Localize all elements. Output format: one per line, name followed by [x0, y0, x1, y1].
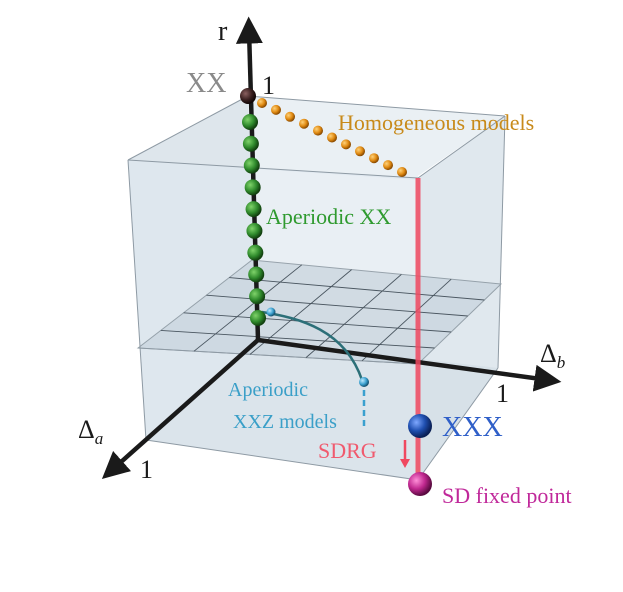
aperiodic-xxz-curve: [261, 310, 364, 381]
grid-line: [193, 264, 303, 352]
sdrg-label: SDRG: [318, 438, 377, 463]
sdrg-arrow-head: [400, 459, 410, 468]
grid-line: [229, 277, 485, 301]
sd-fixed-point-label: SD fixed point: [442, 483, 572, 508]
delta-a-label: Δa: [78, 415, 103, 448]
homogeneous-points: [257, 98, 407, 177]
xxz-start-point: [266, 307, 276, 317]
homogeneous-point: [313, 125, 323, 136]
delta-a-tick: 1: [140, 455, 153, 484]
aperiodic-xx-point: [244, 179, 261, 196]
aperiodic-xx-point: [246, 222, 263, 239]
r-tick-label: 1: [262, 71, 275, 100]
delta-a-axis: [101, 338, 260, 479]
aperiodic-xx-point: [249, 288, 266, 305]
xx-point: [240, 88, 256, 104]
aperiodic-xx-point: [248, 266, 265, 283]
grid-line: [183, 312, 452, 333]
xxx-point: [408, 414, 432, 438]
homogeneous-point: [299, 118, 309, 129]
aperiodic-xx-point: [242, 135, 259, 152]
delta-b-label: Δb: [540, 339, 565, 372]
homogeneous-point: [285, 111, 295, 122]
delta-b-tick: 1: [496, 379, 509, 408]
homogeneous-label: Homogeneous models: [338, 110, 534, 135]
delta-a-symbol: Δ: [78, 415, 95, 444]
homogeneous-point: [341, 139, 351, 150]
aperiodic-xx-point: [242, 114, 258, 130]
homogeneous-point: [257, 98, 267, 108]
cube-edges: [127, 95, 506, 481]
homogeneous-point: [327, 132, 337, 143]
aperiodic-xxz-label-line1: Aperiodic: [228, 379, 308, 401]
homogeneous-point: [397, 167, 407, 177]
homogeneous-point: [383, 160, 393, 171]
delta-b-axis: [257, 337, 562, 392]
aperiodic-xx-point: [245, 201, 262, 218]
delta-b-subscript: b: [557, 353, 566, 372]
delta-a-subscript: a: [95, 429, 104, 448]
aperiodic-xx-points: [242, 114, 266, 326]
delta-b-symbol: Δ: [540, 339, 557, 368]
aperiodic-xx-point: [243, 157, 260, 174]
aperiodic-xx-point: [250, 310, 266, 326]
aperiodic-xxz-label-line2: XXZ models: [233, 411, 337, 433]
xxx-label: XXX: [442, 412, 503, 443]
aperiodic-xx-label: Aperiodic XX: [266, 204, 391, 229]
homogeneous-point: [355, 146, 365, 157]
cube-bottom-face: [146, 340, 498, 480]
homogeneous-point: [271, 104, 281, 115]
homogeneous-point: [369, 153, 379, 164]
aperiodic-xx-point: [247, 244, 264, 261]
cube: [127, 95, 506, 481]
grid-line: [361, 278, 452, 362]
sd-fixed-point: [408, 472, 432, 496]
xxz-end-point: [359, 377, 369, 387]
grid-line: [305, 274, 402, 358]
r-axis-label: r: [218, 16, 228, 47]
xx-label: XX: [186, 68, 226, 99]
grid-line: [160, 329, 435, 349]
